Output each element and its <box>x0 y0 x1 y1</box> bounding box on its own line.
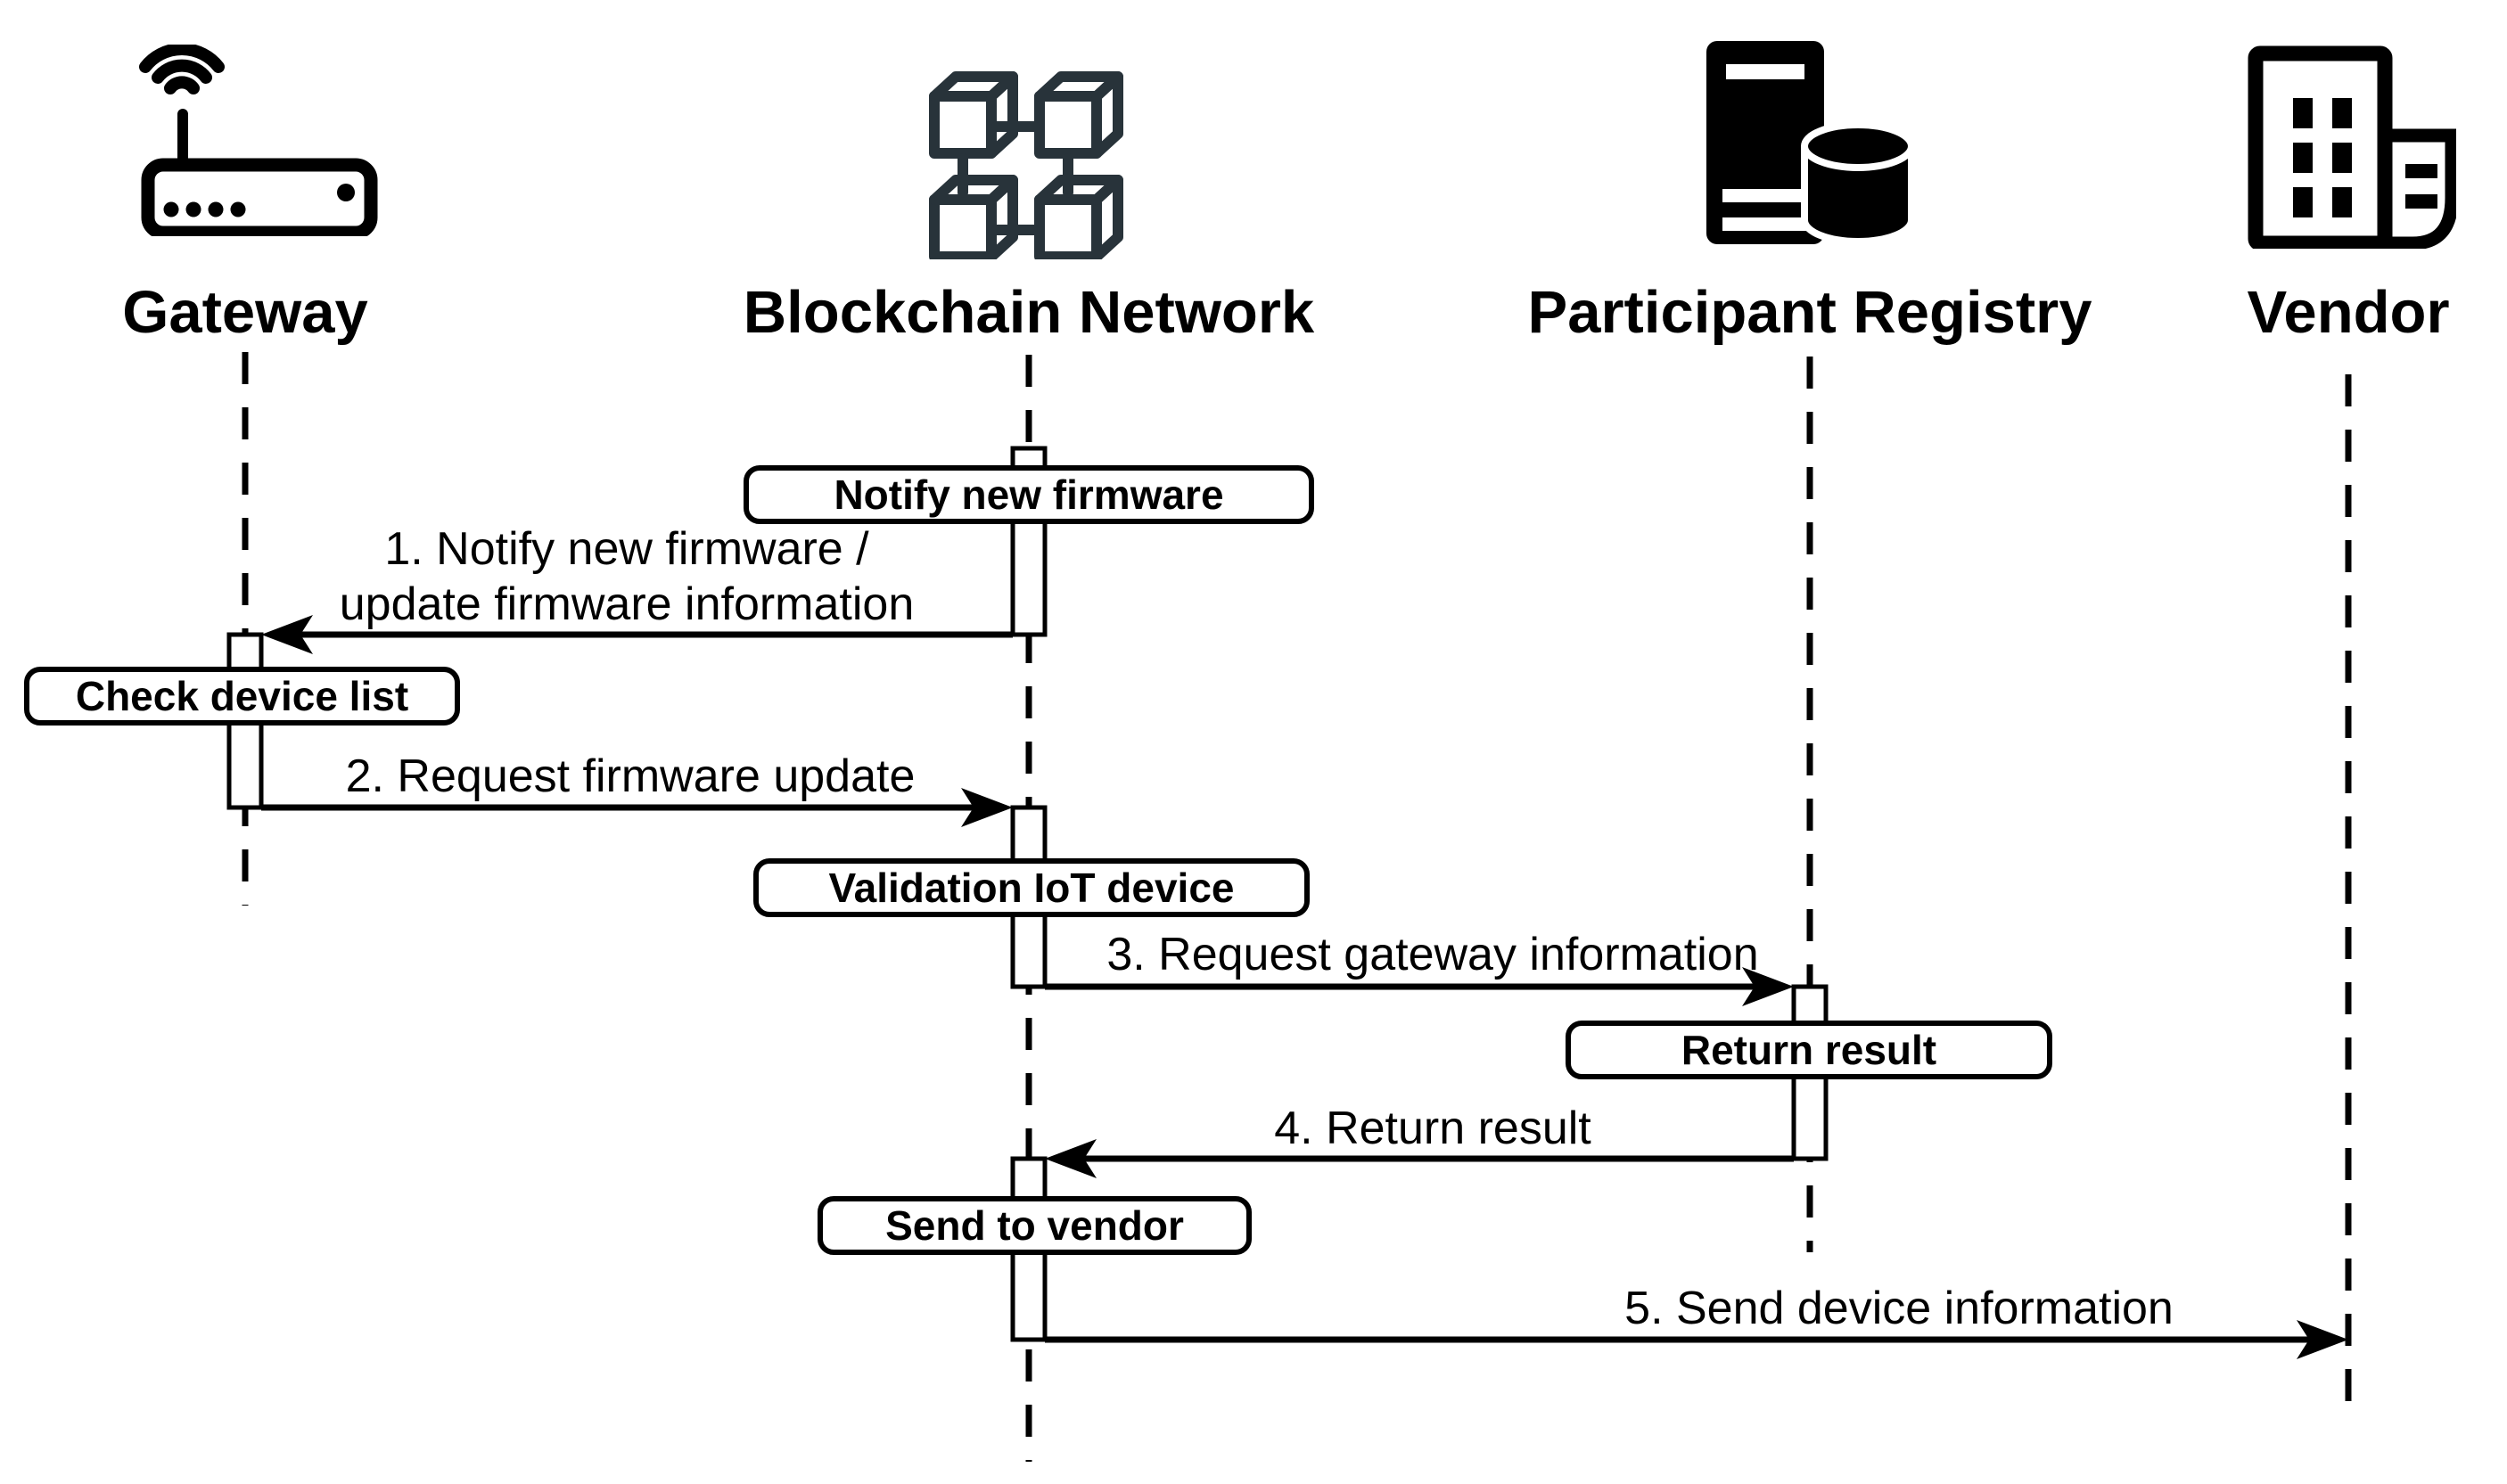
participant-label-blockchain-network: Blockchain Network <box>743 279 1315 346</box>
message-2-label: 2. Request firmware update <box>345 750 916 802</box>
message-1-label: 1. Notify new firmware / update firmware… <box>340 521 915 632</box>
action-box-notify-new-firmware: Notify new firmware <box>744 465 1314 524</box>
message-1-line1: 1. Notify new firmware / <box>384 523 869 575</box>
message-1-line2: update firmware information <box>339 578 915 630</box>
message-4-label: 4. Return result <box>1274 1103 1591 1154</box>
arrow-message-2 <box>261 788 1013 827</box>
message-3-label: 3. Request gateway information <box>1106 929 1759 980</box>
action-box-check-device-list: Check device list <box>24 667 460 726</box>
participant-label-vendor: Vendor <box>2247 279 2450 346</box>
arrow-message-4 <box>1045 1139 1794 1178</box>
action-box-return-result: Return result <box>1566 1021 2052 1079</box>
action-box-send-to-vendor: Send to vendor <box>818 1196 1252 1255</box>
arrow-message-1 <box>261 615 1013 654</box>
message-5-label: 5. Send device information <box>1624 1283 2174 1334</box>
blockchain-cubes-icon <box>929 71 1123 259</box>
wifi-router-icon <box>139 45 378 236</box>
office-building-icon <box>2248 45 2456 249</box>
arrow-message-3 <box>1045 967 1794 1006</box>
participant-label-gateway: Gateway <box>122 279 368 346</box>
server-database-icon <box>1706 41 1915 245</box>
arrow-message-5 <box>1045 1320 2348 1359</box>
action-box-validation-iot-device: Validation IoT device <box>753 858 1310 917</box>
participant-label-participant-registry: Participant Registry <box>1527 279 2092 346</box>
